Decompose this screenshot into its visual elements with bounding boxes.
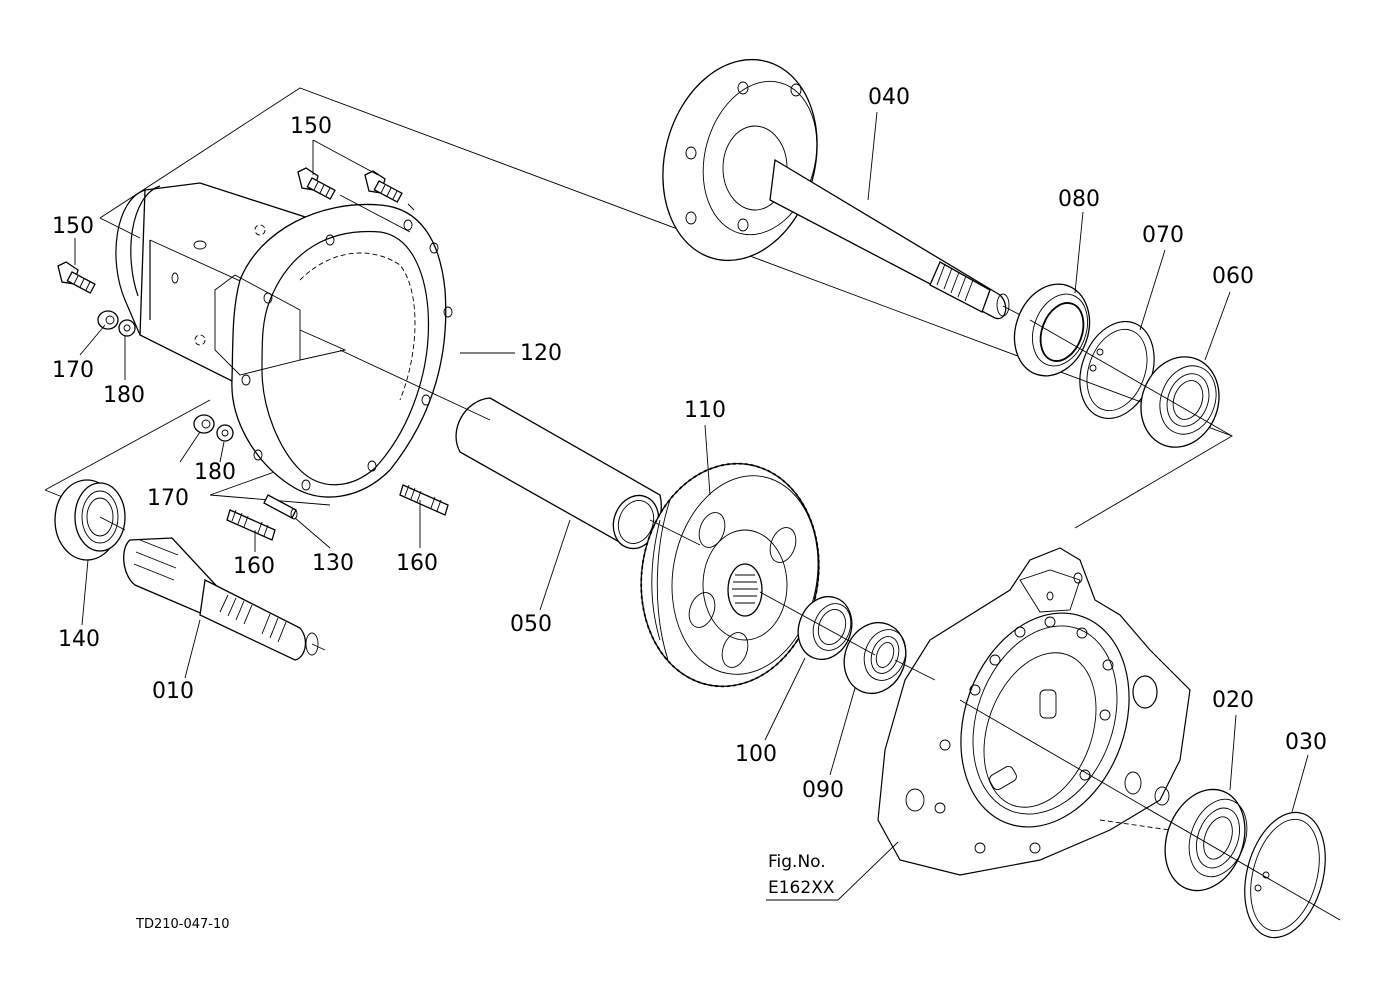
assembly-axis-lines [99,319,1341,921]
nut-170-upper[interactable] [97,310,119,330]
label-160-left: 160 [233,554,275,579]
label-180-upper: 180 [103,383,145,408]
snap-ring-030[interactable] [1232,803,1339,946]
label-150-left: 150 [52,214,94,239]
flange-holes [685,81,802,232]
label-150-top: 150 [290,114,332,139]
label-100: 100 [735,742,777,767]
stud-bolt-160-right[interactable] [399,484,449,516]
spline-lines [133,539,287,643]
nut-170-lower[interactable] [193,414,215,434]
label-090: 090 [802,778,844,803]
label-030: 030 [1285,730,1327,755]
fig-no-label: Fig.No. [768,852,826,872]
fig-no-value: E162XX [768,878,835,898]
ball-bearing-020[interactable] [1152,778,1259,902]
label-070: 070 [1142,223,1184,248]
bolt-150-top-left[interactable] [297,167,336,200]
washer-180-lower[interactable] [216,424,234,442]
dowel-pin-130[interactable] [263,494,298,520]
oil-seal-080[interactable] [1002,274,1102,387]
gear-spline [732,574,758,604]
label-020: 020 [1212,688,1254,713]
pinion-shaft-010[interactable] [123,537,326,661]
spacer-collar-050[interactable] [455,397,666,555]
label-060: 060 [1212,264,1254,289]
label-050: 050 [510,612,552,637]
ball-bearing-060[interactable] [1129,346,1232,458]
label-080: 080 [1058,187,1100,212]
leader-lines [74,111,1309,901]
transmission-housing-e162xx [877,547,1191,876]
drawing-id: TD210-047-10 [135,917,230,932]
stud-bolt-160-left[interactable] [226,509,276,541]
label-010: 010 [152,679,194,704]
label-130: 130 [312,551,354,576]
label-170-lower: 170 [147,486,189,511]
bolt-150-top-right[interactable] [364,170,403,203]
label-110: 110 [684,398,726,423]
washer-180-upper[interactable] [118,319,136,337]
label-160-right: 160 [396,551,438,576]
label-180-lower: 180 [194,460,236,485]
ball-bearing-090[interactable] [834,614,915,702]
label-140: 140 [58,627,100,652]
ball-bearing-140[interactable] [54,479,126,561]
label-040: 040 [868,85,910,110]
flange-shaft-040[interactable] [641,42,1031,321]
spur-gear-110[interactable] [624,449,836,700]
shaft-spline [936,263,974,302]
label-120: 120 [520,341,562,366]
gear-case-120[interactable] [115,182,453,498]
bolt-150-left[interactable] [57,261,96,294]
housing-bolt-holes [905,616,1114,854]
label-170-upper: 170 [52,358,94,383]
